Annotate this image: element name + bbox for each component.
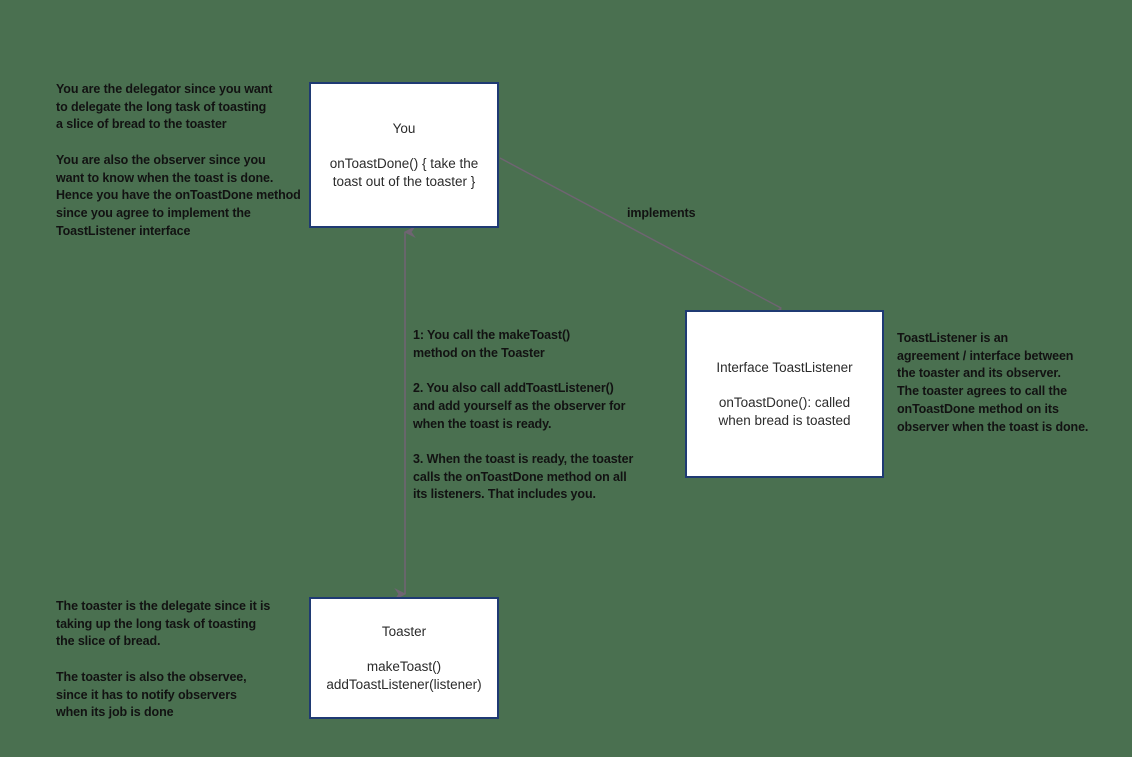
connector-you-implements-listener <box>499 157 782 318</box>
uml-box-you-body: onToastDone() { take the toast out of th… <box>329 155 479 189</box>
uml-box-toaster-body: makeToast() addToastListener(listener) <box>326 658 482 692</box>
annotation-note-you: You are the delegator since you want to … <box>56 82 301 238</box>
uml-box-you-title: You <box>392 120 416 136</box>
uml-box-toastlistener-body: onToastDone(): called when bread is toas… <box>718 394 851 428</box>
uml-box-toaster-title: Toaster <box>381 623 427 639</box>
uml-box-toastlistener[interactable]: Interface ToastListener onToastDone(): c… <box>685 310 884 478</box>
annotation-note-toaster: The toaster is the delegate since it is … <box>56 599 271 720</box>
annotation-note-steps: 1: You call the makeToast() method on th… <box>413 328 634 502</box>
uml-box-toastlistener-title: Interface ToastListener <box>716 359 853 375</box>
edge-label-implements: implements <box>627 206 696 220</box>
uml-box-toaster[interactable]: Toaster makeToast() addToastListener(lis… <box>309 597 499 719</box>
uml-box-you[interactable]: You onToastDone() { take the toast out o… <box>309 82 499 228</box>
annotation-note-toastlistener: ToastListener is an agreement / interfac… <box>897 331 1089 434</box>
